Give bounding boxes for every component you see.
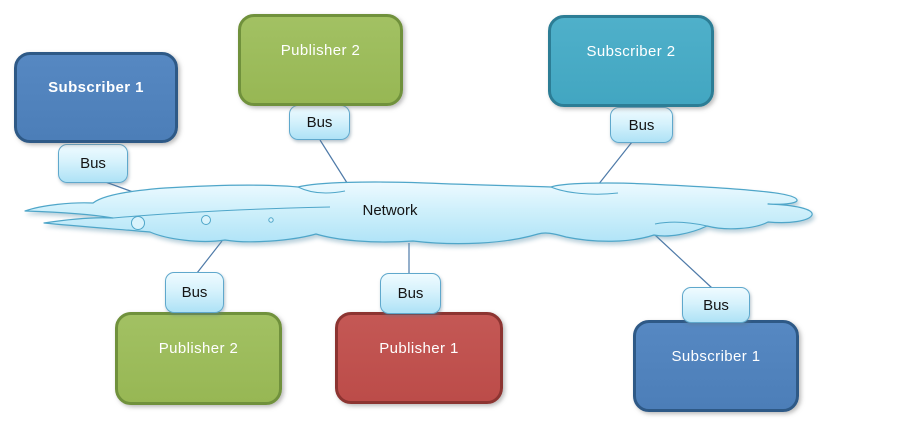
bus-box-publisher-2-top: Bus bbox=[289, 105, 350, 140]
connector-subscriber1-bottom bbox=[654, 234, 713, 289]
node-label: Publisher 2 bbox=[158, 340, 239, 357]
bus-label: Bus bbox=[397, 285, 424, 302]
cloud-bubble-large bbox=[131, 216, 145, 230]
node-publisher-2-bottom: Publisher 2 bbox=[115, 312, 282, 405]
connector-subscriber2-top bbox=[597, 141, 633, 186]
cloud-bubbles bbox=[131, 215, 274, 230]
node-publisher-1-bottom: Publisher 1 bbox=[335, 312, 503, 404]
cloud-bubble-medium bbox=[201, 215, 211, 225]
node-label: Subscriber 2 bbox=[586, 42, 676, 60]
bus-box-publisher-2-bottom: Bus bbox=[165, 272, 224, 313]
node-subscriber-1-top: Subscriber 1 bbox=[14, 52, 178, 143]
bus-label: Bus bbox=[306, 114, 333, 131]
node-publisher-2-top: Publisher 2 bbox=[238, 14, 403, 106]
node-subscriber-1-bottom: Subscriber 1 bbox=[633, 320, 799, 412]
bus-label: Bus bbox=[703, 296, 729, 314]
bus-box-subscriber-2-top: Bus bbox=[610, 107, 673, 143]
bus-label: Bus bbox=[181, 284, 208, 301]
bus-box-publisher-1-bottom: Bus bbox=[380, 273, 441, 314]
cloud-wisps bbox=[112, 186, 708, 227]
bus-box-subscriber-1-top: Bus bbox=[58, 144, 128, 183]
bus-box-subscriber-1-bottom: Bus bbox=[682, 287, 750, 323]
network-cloud bbox=[24, 181, 813, 245]
node-label: Publisher 1 bbox=[379, 339, 459, 357]
bus-label: Bus bbox=[80, 155, 106, 172]
connector-publisher2-bottom bbox=[196, 240, 223, 274]
node-subscriber-2-top: Subscriber 2 bbox=[548, 15, 714, 107]
node-label: Publisher 2 bbox=[280, 41, 361, 59]
connector-lines bbox=[99, 139, 713, 289]
node-label: Subscriber 1 bbox=[671, 347, 761, 365]
node-label: Subscriber 1 bbox=[48, 79, 144, 96]
connector-publisher2-top bbox=[319, 139, 350, 187]
bus-label: Bus bbox=[628, 116, 655, 134]
network-label: Network bbox=[362, 202, 418, 219]
cloud-bubble-small bbox=[268, 217, 274, 223]
